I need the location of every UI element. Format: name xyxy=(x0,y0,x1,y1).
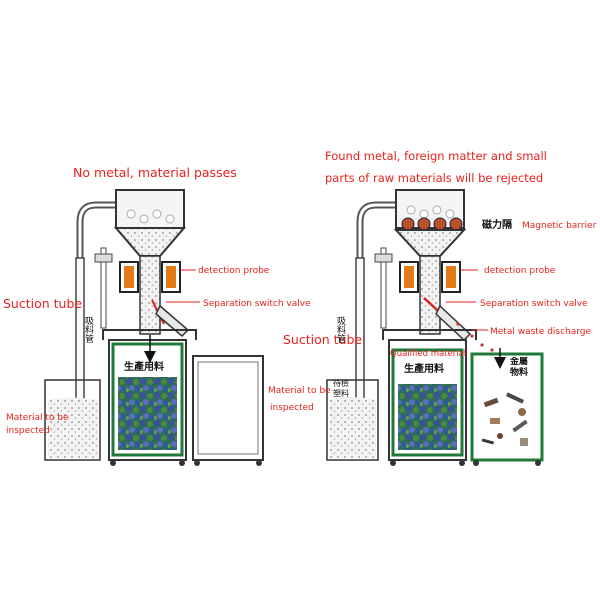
label-magnetic-barrier: Magnetic barrier xyxy=(522,221,597,231)
right-coil-left xyxy=(399,261,419,293)
right-label-suction-tube: Suction tube xyxy=(283,332,362,347)
right-coil-right xyxy=(441,261,461,293)
left-reject-cabinet xyxy=(192,355,264,461)
right-suction-tube-top xyxy=(356,201,396,262)
left-label-material-to-be-inspected: Material to be inspected xyxy=(6,413,69,436)
right-inspect-container xyxy=(330,397,376,458)
left-chute xyxy=(139,255,161,335)
left-coil-left xyxy=(119,261,139,293)
metal-scraps xyxy=(481,392,528,446)
label-qualified-material: Qualified material xyxy=(390,349,466,359)
right-label-detection-probe: detection probe xyxy=(484,266,556,276)
left-coil-right xyxy=(161,261,181,293)
right-label-bin-cn: 生產用料 xyxy=(404,362,444,375)
right-machine xyxy=(326,189,544,466)
magnetic-barrier-balls xyxy=(401,217,463,231)
left-title: No metal, material passes xyxy=(73,165,237,180)
label-metal-cn: 金屬物料 xyxy=(510,357,529,378)
label-metal-waste-discharge: Metal waste discharge xyxy=(490,327,592,337)
label-magnetic-barrier-cn: 磁力隔 xyxy=(482,218,512,231)
metal-reject-bin xyxy=(470,352,544,462)
left-label-separation-valve: Separation switch valve xyxy=(203,299,311,309)
right-waste-chute xyxy=(435,304,472,342)
right-bin-material xyxy=(398,384,457,450)
right-title-line2: parts of raw materials will be rejected xyxy=(325,171,543,185)
right-cabinet xyxy=(388,339,467,461)
left-hopper-funnel xyxy=(113,227,187,257)
left-suction-tube-top xyxy=(76,201,116,262)
left-bin-material xyxy=(118,377,177,450)
left-waste-chute xyxy=(155,304,190,338)
right-title-line1: Found metal, foreign matter and small xyxy=(325,149,547,163)
right-label-suction-tube-cn: 吸料管 xyxy=(335,316,346,343)
left-label-suction-tube: Suction tube xyxy=(3,296,82,311)
left-cabinet xyxy=(108,339,187,461)
left-label-detection-probe: detection probe xyxy=(198,266,270,276)
left-label-suction-tube-cn: 吸料管 xyxy=(83,316,94,343)
right-hopper-funnel xyxy=(393,229,467,257)
right-label-material-to-be-inspected-1: Material to be xyxy=(268,386,331,396)
right-chute xyxy=(419,255,441,335)
right-label-material-to-be-inspected-2: inspected xyxy=(270,403,314,413)
left-label-bin-cn: 生產用料 xyxy=(124,360,164,373)
right-label-separation-valve: Separation switch valve xyxy=(480,299,588,309)
left-hopper-top xyxy=(115,189,185,229)
left-machine xyxy=(44,189,264,466)
left-inspect-container xyxy=(48,397,98,458)
label-pending-cn: 待檢塑料 xyxy=(333,379,349,398)
